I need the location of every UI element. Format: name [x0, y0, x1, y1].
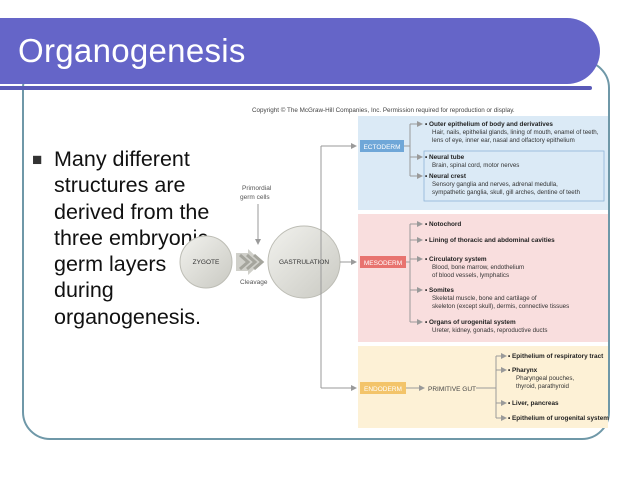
cleavage-chevrons [239, 253, 265, 271]
primitive-gut-label: PRIMITIVE GUT [428, 386, 476, 393]
mesoderm-item-title: • Circulatory system [425, 256, 487, 263]
bullet-text: Many different structures are derived fr… [54, 147, 210, 329]
ectoderm-panel [358, 116, 608, 210]
mesoderm-panel [358, 214, 608, 342]
ectoderm-item-title: • Neural tube [425, 154, 465, 161]
endoderm-item-title: • Pharynx [508, 367, 538, 374]
zygote-label: ZYGOTE [193, 259, 220, 266]
cleavage-label: Cleavage [240, 279, 268, 286]
ectoderm-item-detail: Brain, spinal cord, motor nerves [432, 162, 519, 169]
mesoderm-item-title: • Somites [425, 287, 454, 294]
bullet-list: ■ Many different structures are derived … [32, 146, 222, 330]
ectoderm-item-title: • Neural crest [425, 173, 467, 180]
mesoderm-item-title: • Lining of thoracic and abdominal cavit… [425, 237, 555, 244]
endoderm-item-title: • Epithelium of urogenital system [508, 415, 609, 422]
square-bullet-icon: ■ [32, 150, 43, 169]
ectoderm-item-detail: Sensory ganglia and nerves, adrenal medu… [432, 181, 558, 188]
copyright-notice: Copyright © The McGraw-Hill Companies, I… [252, 106, 515, 114]
primordial-label-line2: germ cells [240, 194, 270, 201]
ectoderm-item-title: • Outer epithelium of body and derivativ… [425, 121, 553, 128]
mesoderm-item-title: • Notochord [425, 221, 461, 228]
primordial-label-line1: Primordial [242, 185, 272, 192]
mesoderm-item-detail: of blood vessels, lymphatics [432, 272, 509, 279]
ectoderm-label: ECTODERM [363, 144, 400, 151]
endoderm-item-title: • Liver, pancreas [508, 400, 559, 407]
ectoderm-item-detail: Hair, nails, epithelial glands, lining o… [432, 129, 599, 136]
ectoderm-item-detail: lens of eye, inner ear, nasal and olfact… [432, 137, 575, 144]
mesoderm-item-detail: skeleton (except skull), dermis, connect… [432, 303, 569, 310]
slide-title: Organogenesis [18, 32, 246, 69]
ectoderm-item-detail: sympathetic ganglia, skull, gill arches,… [432, 189, 580, 196]
mesoderm-item-detail: Ureter, kidney, gonads, reproductive duc… [432, 327, 547, 334]
ectoderm-box [360, 140, 404, 152]
endoderm-item-title: • Epithelium of respiratory tract [508, 353, 604, 360]
mesoderm-item-title: • Organs of urogenital system [425, 319, 516, 326]
zygote-cell [179, 235, 233, 289]
mesoderm-item-detail: Blood, bone marrow, endothelium [432, 264, 524, 271]
mesoderm-box [360, 256, 406, 268]
gastrulation-label: GASTRULATION [279, 259, 329, 266]
endoderm-box [360, 382, 406, 394]
mesoderm-item-detail: Skeletal muscle, bone and cartilage of [432, 295, 537, 302]
endoderm-label: ENDODERM [364, 386, 402, 393]
title-bar: Organogenesis [0, 18, 600, 90]
mesoderm-label: MESODERM [364, 260, 402, 267]
ectoderm-neural-box [423, 150, 605, 202]
endoderm-item-detail: thyroid, parathyroid [516, 383, 570, 390]
endoderm-item-detail: Pharyngeal pouches, [516, 375, 574, 382]
